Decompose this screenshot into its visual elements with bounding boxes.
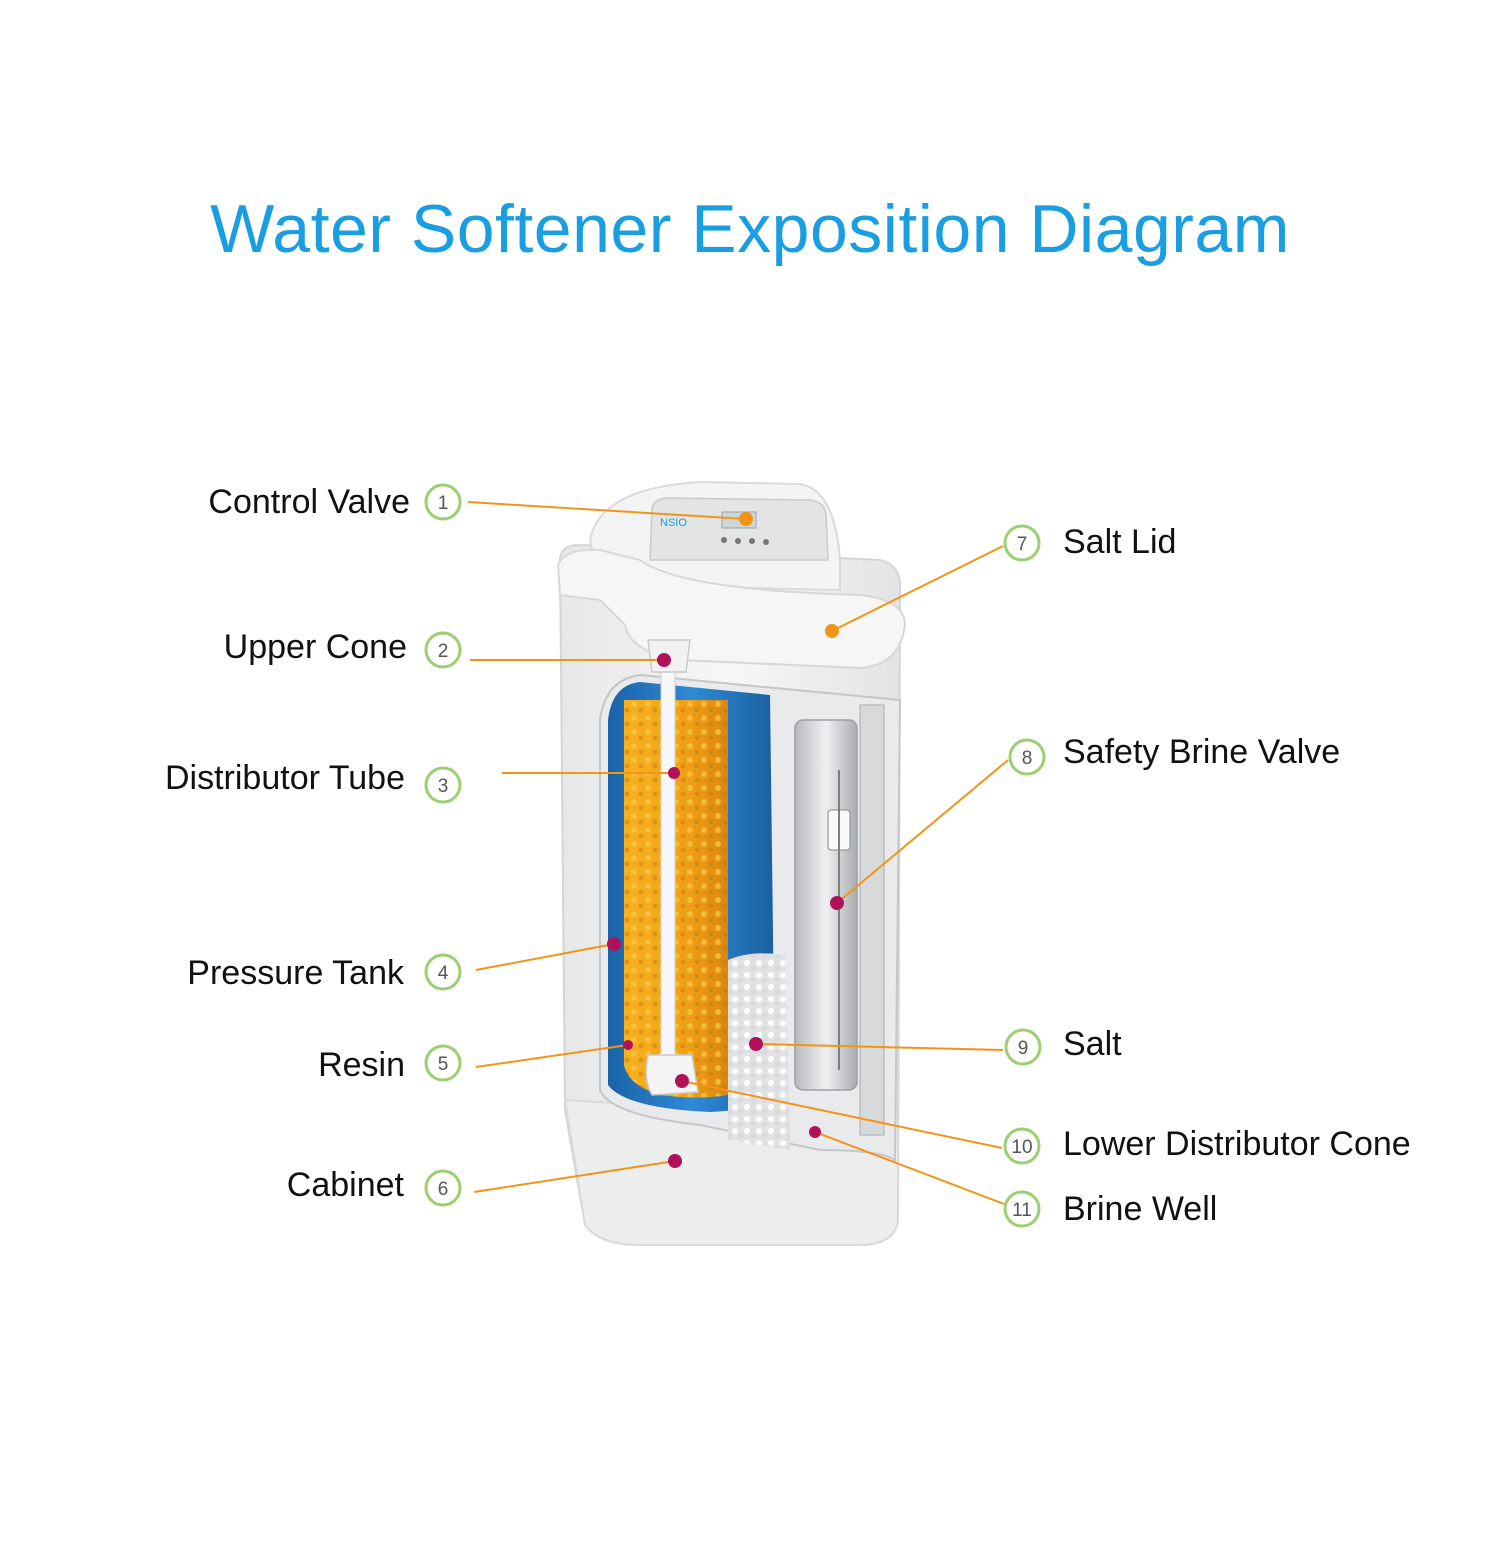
badge-number-11: 11 bbox=[1012, 1200, 1032, 1221]
marker-1 bbox=[739, 512, 753, 526]
page-title: Water Softener Exposition Diagram bbox=[210, 191, 1290, 267]
marker-5 bbox=[623, 1040, 633, 1050]
marker-11 bbox=[809, 1126, 821, 1138]
label-control-valve: Control Valve bbox=[208, 483, 410, 521]
marker-10 bbox=[675, 1074, 689, 1088]
badge-10: 10 bbox=[1003, 1127, 1041, 1165]
badge-number-5: 5 bbox=[438, 1054, 449, 1075]
leader-line-5 bbox=[475, 1044, 629, 1068]
badge-3: 3 bbox=[424, 766, 462, 804]
badge-number-9: 9 bbox=[1018, 1038, 1029, 1059]
badge-number-1: 1 bbox=[438, 493, 449, 514]
markers bbox=[607, 512, 844, 1168]
panel-button bbox=[735, 538, 741, 544]
badge-number-3: 3 bbox=[438, 776, 449, 797]
panel-button bbox=[749, 538, 755, 544]
label-lower-distributor-cone: Lower Distributor Cone bbox=[1063, 1125, 1411, 1163]
marker-6 bbox=[668, 1154, 682, 1168]
lower-cone-shape bbox=[645, 1054, 699, 1096]
badge-number-7: 7 bbox=[1017, 534, 1028, 555]
badge-9: 9 bbox=[1004, 1028, 1042, 1066]
badge-number-6: 6 bbox=[438, 1179, 449, 1200]
leader-line-1 bbox=[467, 501, 747, 520]
leader-line-6 bbox=[473, 1160, 676, 1193]
badge-7: 7 bbox=[1003, 524, 1041, 562]
part-labels: Control Valve Upper Cone Distributor Tub… bbox=[165, 483, 1411, 1228]
label-pressure-tank: Pressure Tank bbox=[187, 954, 405, 992]
badge-5: 5 bbox=[424, 1044, 462, 1082]
marker-8 bbox=[830, 896, 844, 910]
leader-lines bbox=[467, 501, 1009, 1205]
label-upper-cone: Upper Cone bbox=[224, 628, 407, 666]
marker-2 bbox=[657, 653, 671, 667]
badge-6: 6 bbox=[424, 1169, 462, 1207]
badge-number-10: 10 bbox=[1011, 1137, 1032, 1158]
label-safety-brine-valve: Safety Brine Valve bbox=[1063, 733, 1340, 771]
badge-2: 2 bbox=[424, 631, 462, 669]
label-salt-lid: Salt Lid bbox=[1063, 523, 1176, 561]
number-badges: 1 2 3 4 5 6 7 8 9 10 11 bbox=[424, 483, 1046, 1228]
marker-3 bbox=[668, 767, 680, 779]
label-salt: Salt bbox=[1063, 1025, 1122, 1063]
label-cabinet: Cabinet bbox=[287, 1166, 405, 1204]
marker-9 bbox=[749, 1037, 763, 1051]
badge-4: 4 bbox=[424, 953, 462, 991]
control-panel bbox=[649, 497, 829, 561]
leader-line-8 bbox=[836, 759, 1009, 904]
cabinet-side-wall bbox=[859, 704, 885, 1136]
marker-7 bbox=[825, 624, 839, 638]
label-brine-well: Brine Well bbox=[1063, 1190, 1217, 1228]
leader-line-9 bbox=[755, 1043, 1004, 1051]
badge-1: 1 bbox=[424, 483, 462, 521]
label-resin: Resin bbox=[318, 1046, 405, 1084]
label-distributor-tube: Distributor Tube bbox=[165, 759, 405, 797]
water-softener-illustration: NSIO bbox=[556, 480, 907, 1246]
panel-button bbox=[763, 539, 769, 545]
badge-number-4: 4 bbox=[438, 963, 449, 984]
distributor-tube-shape bbox=[660, 671, 676, 1073]
brand-mark: NSIO bbox=[660, 517, 687, 529]
badge-8: 8 bbox=[1008, 738, 1046, 776]
leader-line-4 bbox=[475, 943, 615, 971]
leader-line-7 bbox=[831, 545, 1004, 632]
brine-well-shape bbox=[794, 719, 858, 1091]
resin-texture bbox=[624, 700, 728, 1098]
badge-number-8: 8 bbox=[1022, 748, 1033, 769]
badge-number-2: 2 bbox=[438, 641, 449, 662]
panel-button bbox=[721, 537, 727, 543]
salt-texture bbox=[728, 953, 790, 1150]
marker-4 bbox=[607, 937, 621, 951]
leader-line-11 bbox=[814, 1131, 1005, 1205]
badge-11: 11 bbox=[1003, 1190, 1041, 1228]
leader-line-10 bbox=[681, 1080, 1003, 1149]
